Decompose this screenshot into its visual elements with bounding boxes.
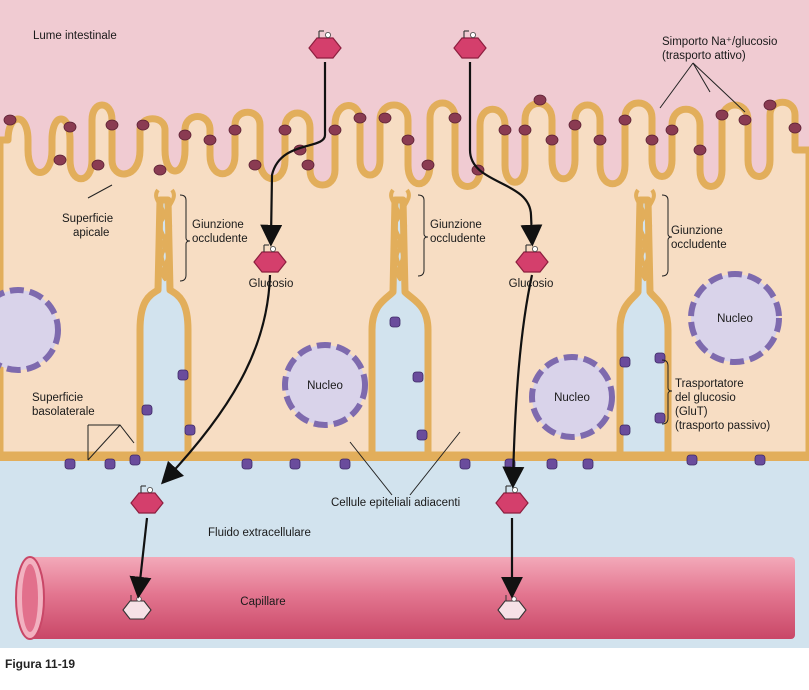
nucleus-label-2: Nucleo [554, 392, 590, 404]
symporter-protein-icon [788, 122, 802, 134]
tight-junction-label-2-line1: Giunzione [430, 219, 482, 231]
glucose-label-2: Glucosio [509, 278, 554, 290]
symporter-protein-icon [353, 112, 367, 124]
glut-label-line3: (GluT) [675, 406, 708, 418]
transport-arrows [129, 62, 543, 599]
glut-transporter-icon [241, 458, 253, 470]
tight-junction-label-3-line2: occludente [671, 239, 727, 251]
symporter-protein-icon [328, 124, 342, 136]
symporter-protein-icon [203, 134, 217, 146]
symporter-protein-icon [763, 99, 777, 111]
leader-lines [87, 62, 746, 496]
symporter-protein-icon [178, 129, 192, 141]
tight-junction-1 [154, 188, 176, 282]
symporter-label-line2: (trasporto attivo) [662, 50, 746, 62]
symporter-protein-icon [278, 124, 292, 136]
intercellular-cleft-2 [368, 196, 432, 459]
symporter-protein-icon [3, 114, 17, 126]
symporter-protein-icon [378, 112, 392, 124]
glut-transporters [64, 316, 766, 470]
symporter-label-line1: Simporto Na⁺/glucosio [662, 36, 777, 48]
symporter-protein-icon [545, 134, 559, 146]
glut-transporter-icon [654, 352, 666, 364]
glut-transporter-icon [339, 458, 351, 470]
symporter-protein-icon [301, 159, 315, 171]
glut-transporter-icon [654, 412, 666, 424]
glut-transporter-icon [177, 369, 189, 381]
symporter-protein-icon [518, 124, 532, 136]
glut-transporter-icon [546, 458, 558, 470]
symporter-protein-icon [593, 134, 607, 146]
symporter-protein-icon [448, 112, 462, 124]
symporter-protein-icon [136, 119, 150, 131]
glut-transporter-icon [184, 424, 196, 436]
tight-junction-label-2-line2: occludente [430, 233, 486, 245]
glut-label-line1: Trasportatore [675, 378, 744, 390]
basolateral-label-line2: basolaterale [32, 406, 95, 418]
glut-label-line4: (trasporto passivo) [675, 420, 770, 432]
extracellular-fluid-label: Fluido extracellulare [208, 527, 311, 539]
symporter-protein-icon [715, 109, 729, 121]
symporter-protein-icon [63, 121, 77, 133]
figure-caption: Figura 11-19 [5, 657, 76, 671]
glut-transporter-icon [412, 371, 424, 383]
nucleus-label-1: Nucleo [307, 380, 343, 392]
intercellular-cleft-3 [616, 196, 672, 459]
tight-junction-label-1-line2: occludente [192, 233, 248, 245]
nucleus-3: Nucleo [688, 271, 782, 365]
symporter-protein-icon [533, 94, 547, 106]
glut-transporter-icon [619, 356, 631, 368]
symporter-protein-icon [738, 114, 752, 126]
basolateral-label-line1: Superficie [32, 392, 83, 404]
lumen-label: Lume intestinale [33, 30, 117, 42]
symporter-protein-icon [618, 114, 632, 126]
adjacent-cells-label: Cellule epiteliali adiacenti [331, 497, 460, 509]
tight-junction-label-3-line1: Giunzione [671, 225, 723, 237]
symporter-protein-icon [645, 134, 659, 146]
glut-transporter-icon [416, 429, 428, 441]
glut-transporter-icon [141, 404, 153, 416]
symporter-protein-icon [401, 134, 415, 146]
symporter-protein-icon [665, 124, 679, 136]
glucose-label-1: Glucosio [249, 278, 294, 290]
nucleus-left-partial [0, 287, 61, 373]
symporter-proteins [3, 94, 802, 176]
symporter-protein-icon [105, 119, 119, 131]
symporter-protein-icon [248, 159, 262, 171]
intercellular-cleft-1 [136, 196, 192, 459]
glut-transporter-icon [619, 424, 631, 436]
nucleus-1: Nucleo [282, 342, 368, 428]
glut-transporter-icon [754, 454, 766, 466]
symporter-protein-icon [153, 164, 167, 176]
symporter-protein-icon [91, 159, 105, 171]
glut-transporter-icon [104, 458, 116, 470]
symporter-protein-icon [421, 159, 435, 171]
apical-label-line2: apicale [73, 227, 109, 239]
capillary-label: Capillare [240, 596, 285, 608]
glut-label-line2: del glucosio [675, 392, 736, 404]
glut-transporter-icon [389, 316, 401, 328]
glut-transporter-icon [582, 458, 594, 470]
symporter-protein-icon [498, 124, 512, 136]
nucleus-label-3: Nucleo [717, 313, 753, 325]
symporter-protein-icon [53, 154, 67, 166]
glut-transporter-icon [129, 454, 141, 466]
glut-transporter-icon [289, 458, 301, 470]
symporter-protein-icon [568, 119, 582, 131]
nucleus-2: Nucleo [529, 354, 615, 440]
glut-transporter-icon [459, 458, 471, 470]
tight-junction-3 [634, 188, 656, 282]
capillary: Capillare [15, 556, 795, 640]
symporter-protein-icon [228, 124, 242, 136]
apical-label-line1: Superficie [62, 213, 113, 225]
glut-transporter-icon [64, 458, 76, 470]
glut-transporter-icon [686, 454, 698, 466]
symporter-protein-icon [693, 144, 707, 156]
tight-junction-label-1-line1: Giunzione [192, 219, 244, 231]
tight-junction-2 [389, 188, 411, 282]
